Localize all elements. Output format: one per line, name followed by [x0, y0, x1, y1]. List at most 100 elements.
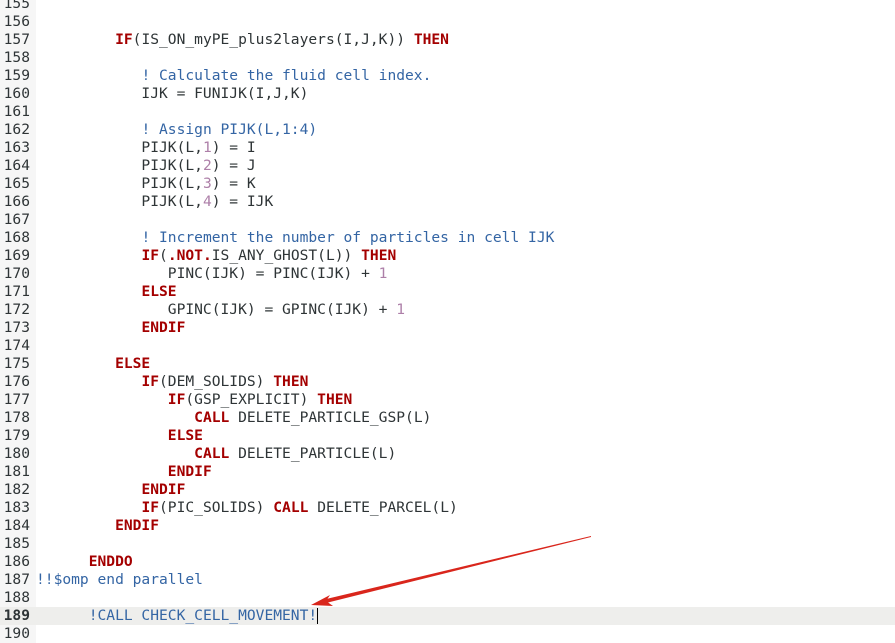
code-token	[36, 391, 168, 408]
code-line[interactable]: 161	[0, 103, 895, 121]
keyword-token: ENDIF	[167, 463, 212, 480]
text-cursor	[317, 608, 319, 624]
code-line[interactable]: 173 ENDIF	[0, 319, 895, 337]
code-token: PIJK(L,	[36, 157, 203, 174]
code-line[interactable]: 164 PIJK(L,2) = J	[0, 157, 895, 175]
line-code: !!$omp end parallel	[36, 571, 203, 589]
code-token	[36, 319, 141, 336]
keyword-token: THEN	[413, 31, 449, 48]
line-code: ENDIF	[36, 463, 212, 481]
line-number: 185	[0, 535, 36, 553]
keyword-token: ENDIF	[115, 517, 160, 534]
code-line[interactable]: 160 IJK = FUNIJK(I,J,K)	[0, 85, 895, 103]
line-number: 168	[0, 229, 36, 247]
code-line[interactable]: 163 PIJK(L,1) = I	[0, 139, 895, 157]
code-line[interactable]: 186 ENDDO	[0, 553, 895, 571]
code-line[interactable]: 179 ELSE	[0, 427, 895, 445]
code-line[interactable]: 171 ELSE	[0, 283, 895, 301]
code-line[interactable]: 182 ENDIF	[0, 481, 895, 499]
line-code: ELSE	[36, 355, 150, 373]
line-number: 171	[0, 283, 36, 301]
keyword-token: ELSE	[141, 283, 177, 300]
keyword-token: THEN	[273, 373, 309, 390]
code-token: IJK = FUNIJK(I,J,K)	[36, 85, 309, 102]
code-line[interactable]: 185	[0, 535, 895, 553]
keyword-token: IF	[141, 373, 160, 390]
number-token: 3	[202, 175, 212, 192]
code-line[interactable]: 175 ELSE	[0, 355, 895, 373]
line-number: 160	[0, 85, 36, 103]
line-number: 162	[0, 121, 36, 139]
code-token	[36, 355, 115, 372]
code-line[interactable]: 180 CALL DELETE_PARTICLE(L)	[0, 445, 895, 463]
line-code: ! Calculate the fluid cell index.	[36, 67, 431, 85]
code-line[interactable]: 165 PIJK(L,3) = K	[0, 175, 895, 193]
line-code: ENDIF	[36, 481, 185, 499]
code-line[interactable]: 178 CALL DELETE_PARTICLE_GSP(L)	[0, 409, 895, 427]
code-line[interactable]: 159 ! Calculate the fluid cell index.	[0, 67, 895, 85]
code-line[interactable]: 189 !CALL CHECK_CELL_MOVEMENT!	[0, 607, 895, 625]
code-token	[36, 481, 141, 498]
code-line[interactable]: 172 GPINC(IJK) = GPINC(IJK) + 1	[0, 301, 895, 319]
keyword-token: THEN	[317, 391, 353, 408]
code-line[interactable]: 188	[0, 589, 895, 607]
code-line[interactable]: 187!!$omp end parallel	[0, 571, 895, 589]
line-code: CALL DELETE_PARTICLE(L)	[36, 445, 396, 463]
number-token: 1	[396, 301, 406, 318]
line-number: 182	[0, 481, 36, 499]
code-token: DELETE_PARCEL(L)	[308, 499, 458, 516]
line-code: ELSE	[36, 427, 203, 445]
code-token: IS_ANY_GHOST(L))	[211, 247, 362, 264]
code-line[interactable]: 181 ENDIF	[0, 463, 895, 481]
line-code: PINC(IJK) = PINC(IJK) + 1	[36, 265, 388, 283]
code-line[interactable]: 167	[0, 211, 895, 229]
line-number: 184	[0, 517, 36, 535]
code-token	[36, 499, 141, 516]
code-line[interactable]: 155	[0, 0, 895, 13]
code-line[interactable]: 177 IF(GSP_EXPLICIT) THEN	[0, 391, 895, 409]
keyword-token: .NOT.	[167, 247, 212, 264]
code-line[interactable]: 190	[0, 625, 895, 643]
code-token	[36, 283, 141, 300]
code-line[interactable]: 169 IF(.NOT.IS_ANY_GHOST(L)) THEN	[0, 247, 895, 265]
line-number: 175	[0, 355, 36, 373]
line-number: 179	[0, 427, 36, 445]
line-code: ! Increment the number of particles in c…	[36, 229, 554, 247]
keyword-token: ENDDO	[88, 553, 133, 570]
code-line[interactable]: 157 IF(IS_ON_myPE_plus2layers(I,J,K)) TH…	[0, 31, 895, 49]
code-line[interactable]: 168 ! Increment the number of particles …	[0, 229, 895, 247]
code-line[interactable]: 176 IF(DEM_SOLIDS) THEN	[0, 373, 895, 391]
code-line[interactable]: 174	[0, 337, 895, 355]
code-line[interactable]: 184 ENDIF	[0, 517, 895, 535]
comment-token: !CALL CHECK_CELL_MOVEMENT!	[88, 607, 318, 624]
line-number: 161	[0, 103, 36, 121]
code-line[interactable]: 156	[0, 13, 895, 31]
keyword-token: CALL	[273, 499, 309, 516]
code-line[interactable]: 166 PIJK(L,4) = IJK	[0, 193, 895, 211]
line-code: IF(PIC_SOLIDS) CALL DELETE_PARCEL(L)	[36, 499, 458, 517]
keyword-token: CALL	[194, 409, 230, 426]
line-code: IF(IS_ON_myPE_plus2layers(I,J,K)) THEN	[36, 31, 449, 49]
line-number: 166	[0, 193, 36, 211]
code-line[interactable]: 170 PINC(IJK) = PINC(IJK) + 1	[0, 265, 895, 283]
code-token	[36, 463, 168, 480]
code-line[interactable]: 158	[0, 49, 895, 67]
line-number: 158	[0, 49, 36, 67]
code-token	[36, 409, 194, 426]
line-number: 159	[0, 67, 36, 85]
keyword-token: IF	[115, 31, 133, 48]
code-token	[36, 445, 194, 462]
code-token: (	[159, 247, 168, 264]
keyword-token: ELSE	[167, 427, 203, 444]
line-number: 164	[0, 157, 36, 175]
line-code: PIJK(L,4) = IJK	[36, 193, 273, 211]
code-line[interactable]: 162 ! Assign PIJK(L,1:4)	[0, 121, 895, 139]
code-line[interactable]: 183 IF(PIC_SOLIDS) CALL DELETE_PARCEL(L)	[0, 499, 895, 517]
line-code: ELSE	[36, 283, 177, 301]
code-token	[36, 247, 141, 264]
line-number: 187	[0, 571, 36, 589]
keyword-token: ENDIF	[141, 481, 186, 498]
line-code: ENDIF	[36, 517, 159, 535]
keyword-token: IF	[167, 391, 186, 408]
